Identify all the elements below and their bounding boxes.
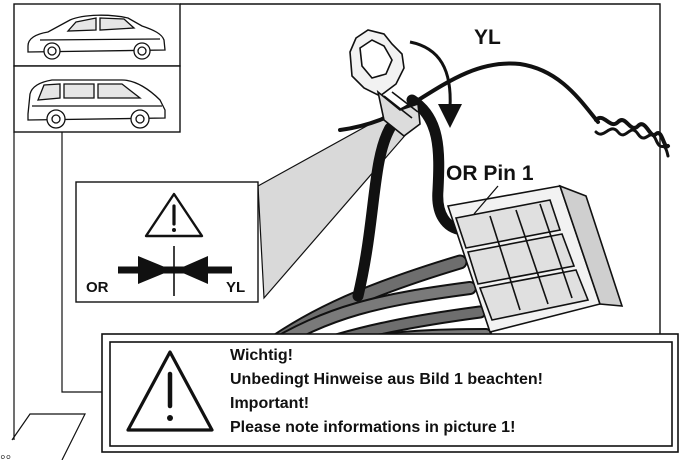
direction-arrow-head-icon [438,104,462,128]
detail-box: OR YL [75,181,259,303]
notice-box: Wichtig! Unbedingt Hinweise aus Bild 1 b… [101,333,679,453]
corner-mark: ◦◦ [0,449,11,460]
thumbnail-panel [13,3,181,133]
detail-left-label: OR [86,279,109,296]
detail-right-label: YL [226,279,245,296]
detail-box-frame [75,181,259,303]
thumbnail-pointer-line [61,132,108,393]
pin-pointer-line [473,185,499,215]
hatchback-car-icon [27,14,166,60]
notice-line-4: Please note informations in picture 1! [230,419,515,436]
warning-triangle-icon [126,350,214,432]
notice-line-1: Wichtig! [230,347,293,364]
orange-pin-label: OR Pin 1 [446,162,534,185]
minivan-car-icon [27,79,166,129]
orange-wire [352,94,468,302]
page-corner-fragment [11,413,86,461]
warning-triangle-icon [144,192,204,238]
direction-arrow-line [409,40,452,109]
splice-clip-connector [349,29,421,138]
splice-symbol-icon [118,246,232,296]
yellow-wire-label: YL [474,26,501,49]
notice-line-2: Unbedingt Hinweise aus Bild 1 beachten! [230,371,543,388]
main-frame-border [180,3,661,352]
plug-connector-housing [446,184,624,333]
notice-line-3: Important! [230,395,309,412]
